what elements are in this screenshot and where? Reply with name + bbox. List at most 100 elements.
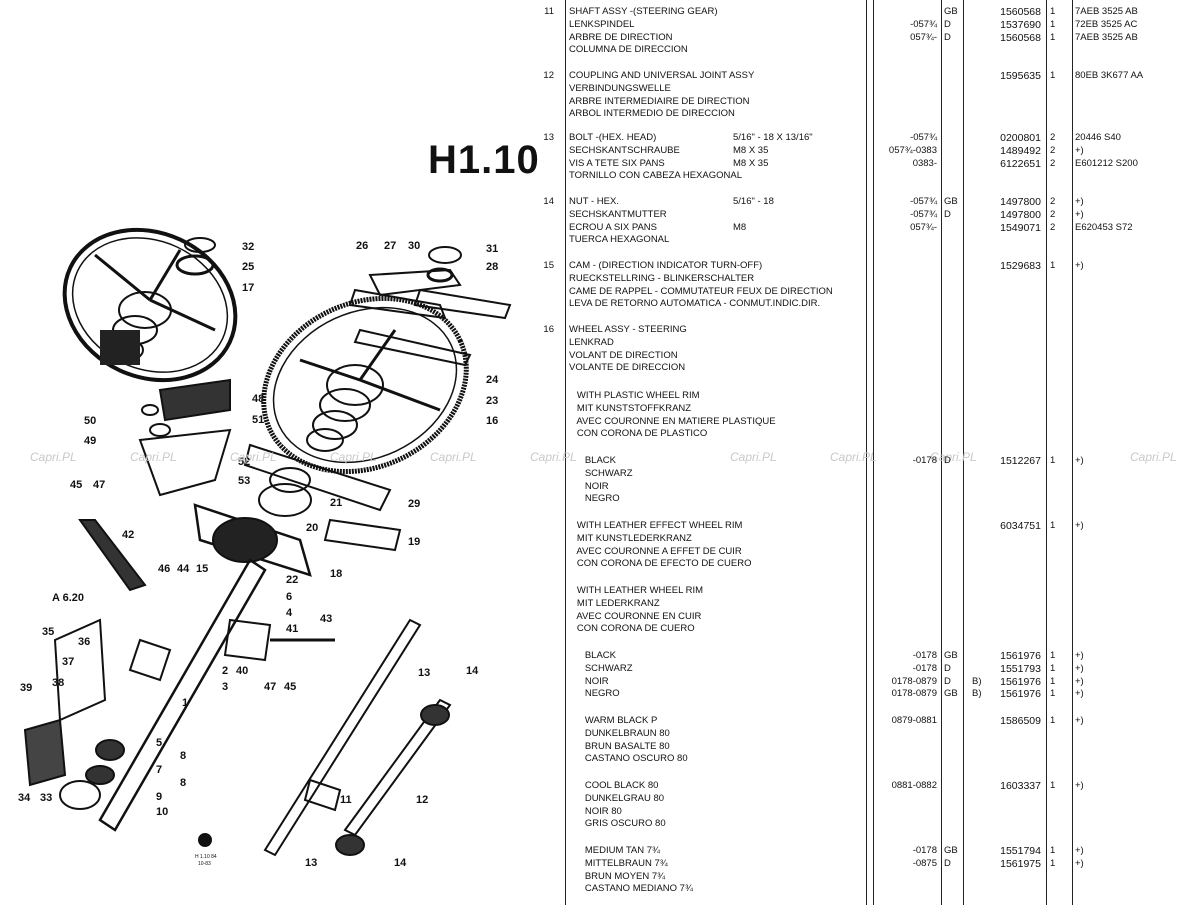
callout: 1: [182, 697, 188, 709]
remarks-line: +): [1075, 675, 1084, 687]
description: WARM BLACK P DUNKELBRAUN 80 BRUN BASALTE…: [569, 715, 729, 766]
description-line: CON CORONA DE PLASTICO: [569, 428, 708, 440]
callout: 32: [242, 241, 254, 253]
part-number-line: [985, 234, 1041, 247]
specification-line: [733, 170, 883, 183]
date-range: -0178: [887, 455, 937, 468]
remarks-line: +): [1075, 650, 1084, 661]
description-line: NEGRO: [569, 493, 620, 505]
callout: 50: [84, 415, 96, 427]
date-range: 0881-0882: [887, 780, 937, 793]
watermark: Capri.PL: [930, 450, 977, 464]
description-line: NEGRO: [569, 688, 620, 700]
description-line: ARBRE DE DIRECTION: [569, 31, 673, 43]
date-range-line: -057¾: [910, 208, 937, 220]
callout: 13: [305, 857, 317, 869]
item-number: 13: [543, 132, 554, 143]
description-line: WHEEL ASSY - STEERING: [569, 324, 687, 335]
quantity-line: 1: [1050, 31, 1056, 43]
callout: 17: [242, 282, 254, 294]
callout: 10: [156, 806, 168, 818]
callout: 43: [320, 613, 332, 625]
callout: 47: [264, 681, 276, 693]
country-code-line: GB: [944, 6, 958, 17]
description-line: DUNKELBRAUN 80: [569, 727, 670, 739]
part-number: 1529683: [985, 260, 1041, 273]
quantity: 1: [1050, 260, 1060, 273]
description-line: WITH LEATHER WHEEL RIM: [569, 585, 704, 596]
watermark: Capri.PL: [830, 450, 877, 464]
description: WITH PLASTIC WHEEL RIM MIT KUNSTSTOFFKRA…: [569, 390, 775, 441]
description-line: SCHWARZ: [569, 467, 633, 479]
specification-line: M8: [733, 221, 747, 233]
description-line: NUT - HEX.: [569, 196, 619, 207]
quantity-line: 1: [1050, 845, 1056, 856]
column-rule: [941, 0, 942, 905]
quantity-line: 1: [1050, 715, 1056, 726]
watermark: Capri.PL: [30, 450, 77, 464]
callout: 36: [78, 636, 90, 648]
description: MEDIUM TAN 7¾ MITTELBRAUN 7¾ BRUN MOYEN …: [569, 845, 729, 896]
country-code-line: D: [944, 31, 951, 43]
remarks-line: +): [1075, 520, 1084, 531]
watermark: Capri.PL: [430, 450, 477, 464]
quantity-line: 1: [1050, 520, 1056, 531]
description-line: LENKSPINDEL: [569, 18, 635, 30]
remarks-line: [1075, 170, 1185, 183]
callout: 45: [284, 681, 296, 693]
diagram-ref-code: H 1.10 84: [195, 854, 217, 860]
description-line: BRUN MOYEN 7¾: [569, 870, 666, 882]
quantity: 1: [1050, 70, 1060, 83]
remarks-line: +): [1075, 455, 1084, 466]
quantity: 1: [1050, 715, 1060, 728]
specification-line: M8 X 35: [733, 157, 769, 169]
description-line: WITH PLASTIC WHEEL RIM: [569, 390, 700, 401]
callout: 23: [486, 395, 498, 407]
date-range: 0879-0881: [887, 715, 937, 728]
description-line: CON CORONA DE EFECTO DE CUERO: [569, 558, 752, 570]
part-number-line: 1561976: [1000, 650, 1041, 662]
remarks-line: 80EB 3K677 AA: [1075, 70, 1144, 81]
remarks-line: 7AEB 3525 AB: [1075, 6, 1138, 17]
column-rule: [565, 0, 566, 905]
remarks-line: 72EB 3525 AC: [1075, 18, 1138, 30]
column-rule: [963, 0, 964, 905]
description-line: COLUMNA DE DIRECCION: [569, 44, 688, 56]
description-line: VIS A TETE SIX PANS: [569, 157, 665, 169]
specification-line: 5/16" - 18 X 13/16": [733, 132, 813, 143]
remarks-line: E601212 S200: [1075, 157, 1138, 169]
date-range-line: 0178-0879: [891, 675, 937, 687]
quantity-line: 1: [1050, 70, 1056, 81]
callout: 15: [196, 563, 208, 575]
callout: 20: [306, 522, 318, 534]
part-number-line: 1551794: [1000, 845, 1041, 857]
quantity-line: 2: [1050, 208, 1056, 220]
callout: 4: [286, 607, 293, 619]
date-range-line: -057¾: [910, 132, 937, 143]
date-range-line: -0875: [912, 857, 937, 869]
column-rule: [1072, 0, 1073, 905]
date-range-line: -0178: [912, 650, 937, 661]
description: BLACK SCHWARZ NOIR NEGRO: [569, 650, 729, 701]
part-number: 1603337: [985, 780, 1041, 793]
remarks-line: +): [1075, 208, 1084, 220]
description-line: AVEC COURONNE EN CUIR: [569, 610, 702, 622]
callout: 39: [20, 682, 32, 694]
part-number-line: 1561975: [1000, 857, 1041, 870]
callout: 9: [156, 791, 162, 803]
callout: 27: [384, 240, 396, 252]
description-line: BLACK: [569, 650, 616, 661]
part-number-line: 1537690: [1000, 18, 1041, 31]
description-line: MIT LEDERKRANZ: [569, 597, 660, 609]
callout: 34: [18, 792, 31, 804]
callout: 53: [238, 475, 250, 487]
